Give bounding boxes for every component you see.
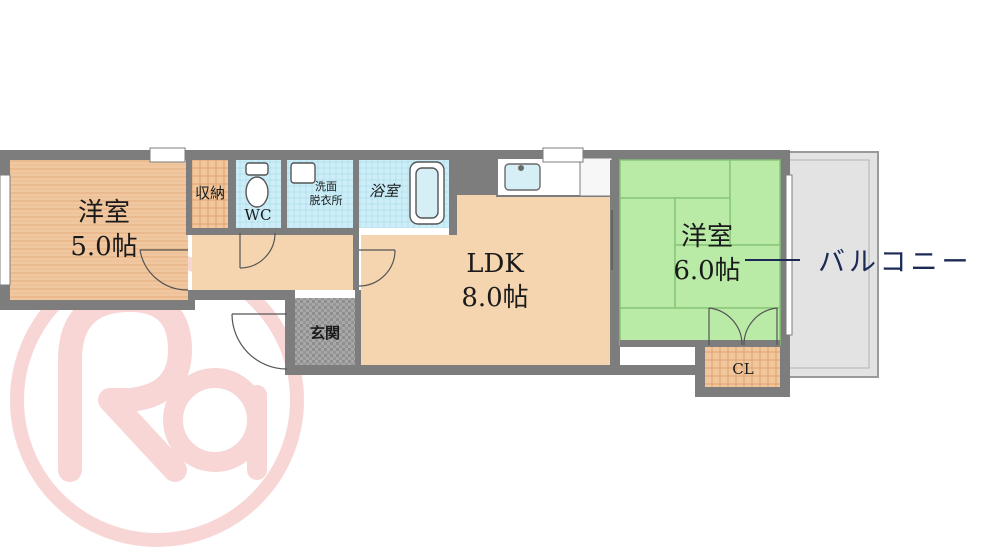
western-room-2-name: 洋室 <box>680 222 733 252</box>
western-room-1-size: 5.0帖 <box>70 232 138 262</box>
ldk-size: 8.0帖 <box>461 283 529 313</box>
ldk-name: LDK <box>466 249 524 279</box>
western-room-1-name: 洋室 <box>77 198 130 228</box>
balcony-leader-line <box>745 259 800 261</box>
ldk-label: LDK 8.0帖 <box>440 247 550 315</box>
entrance-floor <box>295 298 355 365</box>
hallway-floor <box>192 235 357 290</box>
closet-label: CL <box>732 360 754 378</box>
doors <box>139 210 778 370</box>
closet-floor <box>705 347 780 387</box>
ldk-floor <box>361 195 610 365</box>
washroom-line1: 洗面 <box>315 180 337 193</box>
western-room-2-floor <box>619 159 781 346</box>
storage-floor <box>192 160 228 228</box>
western-room-1-floor <box>10 160 188 300</box>
western-room-2-size: 6.0帖 <box>673 256 741 286</box>
balcony-area <box>782 151 879 378</box>
windows <box>0 147 793 336</box>
wc-label: WC <box>244 206 272 224</box>
washroom-label: 洗面 脱衣所 <box>300 180 352 208</box>
entrance-label: 玄関 <box>309 324 340 342</box>
western-room-1-label: 洋室 5.0帖 <box>62 196 146 264</box>
bathroom-label: 浴室 <box>368 182 399 200</box>
fixtures <box>245 161 445 225</box>
balcony-label: バルコニー <box>818 247 973 278</box>
watermark-logo <box>10 253 304 547</box>
western-room-2-label: 洋室 6.0帖 <box>665 220 749 288</box>
washroom-line2: 脱衣所 <box>309 194 343 207</box>
storage-label: 収納 <box>194 184 225 202</box>
